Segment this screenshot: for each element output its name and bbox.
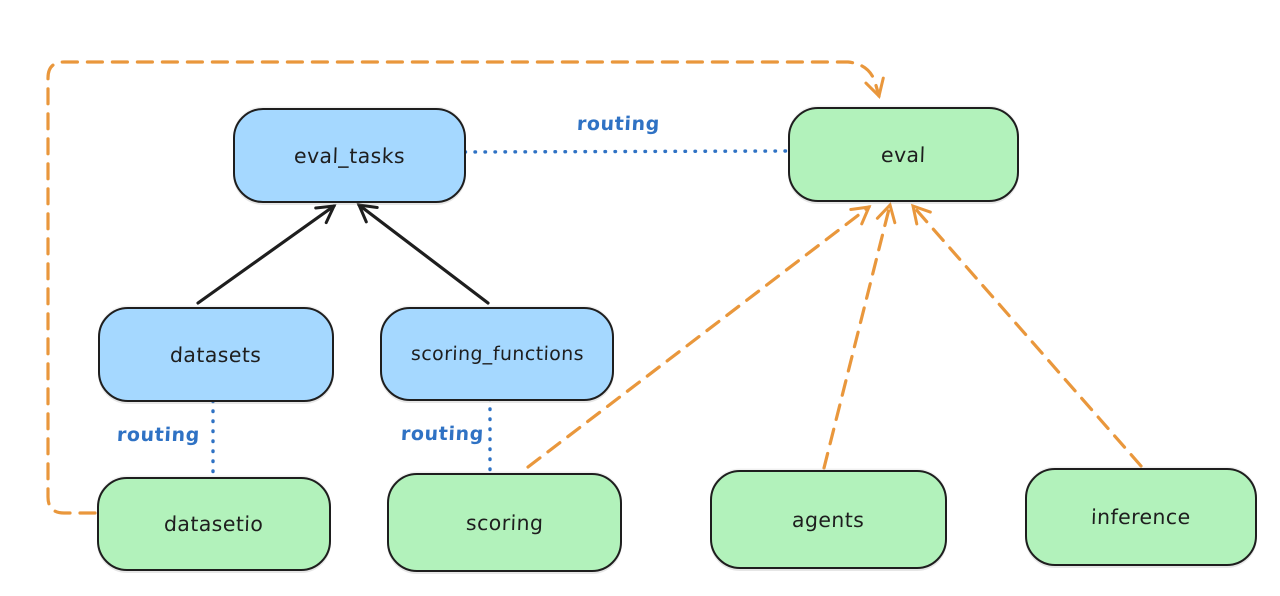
node-scoring: scoring xyxy=(387,473,622,572)
node-eval-tasks: eval_tasks xyxy=(233,108,466,203)
node-scoring-label: scoring xyxy=(465,510,544,535)
edge-label-routing-scoring: routing xyxy=(400,423,485,445)
node-inference: inference xyxy=(1025,468,1257,566)
edge-label-routing-datasets: routing xyxy=(116,424,201,446)
node-eval-tasks-label: eval_tasks xyxy=(293,143,406,168)
node-datasets-label: datasets xyxy=(169,342,263,367)
node-eval: eval xyxy=(788,107,1019,202)
edge-scoringfunctions-to-evaltasks xyxy=(356,203,490,305)
node-eval-label: eval xyxy=(880,142,927,167)
node-datasets: datasets xyxy=(98,307,334,402)
edge-inference-to-eval xyxy=(910,203,1143,468)
edge-label-routing-top: routing xyxy=(576,113,661,135)
node-scoring-functions-label: scoring_functions xyxy=(410,343,584,365)
node-inference-label: inference xyxy=(1090,505,1192,529)
edge-scoring-to-eval xyxy=(526,205,872,469)
edge-agents-to-eval xyxy=(822,202,897,470)
node-agents: agents xyxy=(710,470,947,569)
edge-datasets-to-evaltasks xyxy=(196,204,337,305)
edge-evaltasks-to-eval-dotted xyxy=(463,149,788,154)
node-datasetio: datasetio xyxy=(97,477,331,571)
node-datasetio-label: datasetio xyxy=(163,512,265,536)
edge-datasetio-to-eval-loop xyxy=(46,60,885,515)
node-agents-label: agents xyxy=(791,507,866,532)
node-scoring-functions: scoring_functions xyxy=(380,307,614,401)
